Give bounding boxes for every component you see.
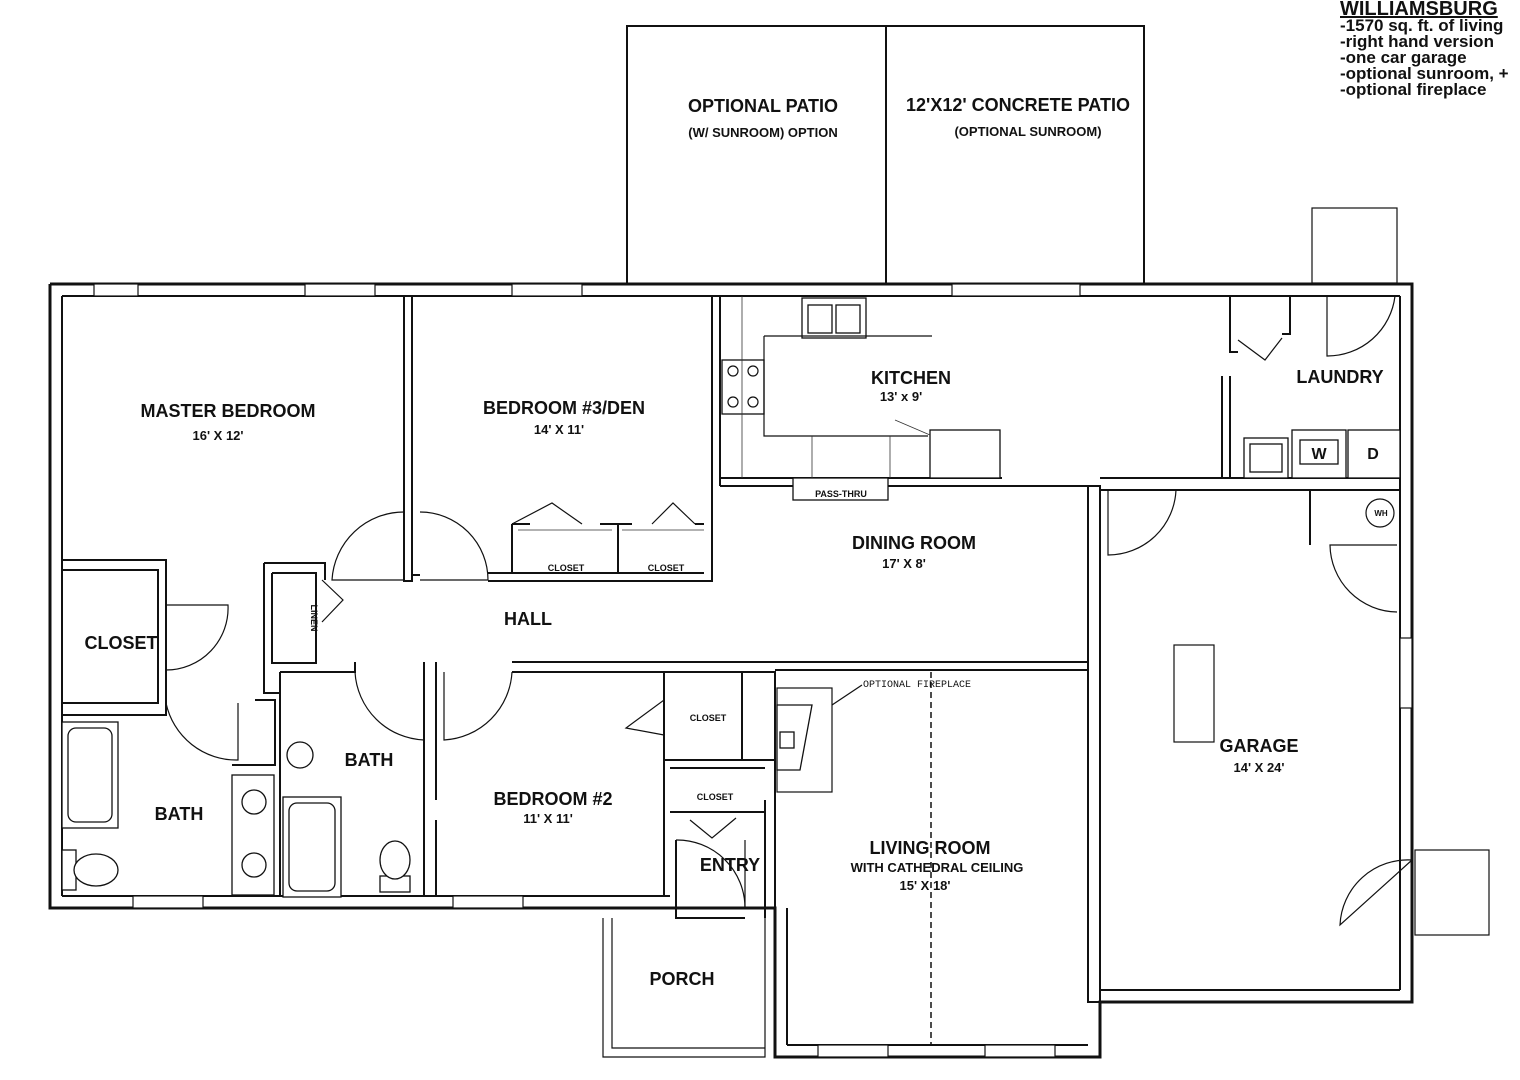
entry-label: ENTRY <box>700 855 760 875</box>
linen-label: LINEN <box>309 605 319 632</box>
closet-b-label: CLOSET <box>648 563 685 573</box>
dryer-label: D <box>1367 446 1379 463</box>
small-labels: CLOSET CLOSET CLOSET CLOSET LINEN PASS-T… <box>309 446 1388 802</box>
hall-bath-label: BATH <box>345 750 394 770</box>
master-bedroom-dim: 16' X 12' <box>193 428 244 443</box>
living-room-dim: 15' X 18' <box>900 878 951 893</box>
porch-label: PORCH <box>649 969 714 989</box>
hall-label: HALL <box>504 609 552 629</box>
room-labels: OPTIONAL PATIO (W/ SUNROOM) OPTION 12'X1… <box>84 95 1383 989</box>
patio-label: OPTIONAL PATIO <box>688 96 838 116</box>
kitchen-dim: 13' x 9' <box>880 389 922 404</box>
plan-title: WILLIAMSBURG <box>1340 0 1498 20</box>
living-room-sublabel: WITH CATHEDRAL CEILING <box>851 860 1024 875</box>
note-line: -right hand version <box>1340 32 1494 51</box>
master-bedroom-label: MASTER BEDROOM <box>141 401 316 421</box>
closet-label: CLOSET <box>84 633 157 653</box>
door-swings <box>165 295 1413 927</box>
note-line: -1570 sq. ft. of living <box>1340 16 1504 35</box>
rear-stoop <box>1311 207 1398 284</box>
living-room-label: LIVING ROOM <box>870 838 991 858</box>
laundry-label: LAUNDRY <box>1296 367 1383 387</box>
note-line: -optional fireplace <box>1340 80 1487 99</box>
washer-label: W <box>1311 446 1327 463</box>
dining-room-label: DINING ROOM <box>852 533 976 553</box>
closet-d-label: CLOSET <box>697 792 734 802</box>
fireplace <box>776 684 863 793</box>
exterior-walls <box>48 282 1414 1059</box>
garage-dim: 14' X 24' <box>1234 760 1285 775</box>
fireplace-label: OPTIONAL FIREPLACE <box>863 680 971 691</box>
closet-c-label: CLOSET <box>690 713 727 723</box>
concrete-patio-label: 12'X12' CONCRETE PATIO <box>906 95 1130 115</box>
bedroom2-label: BEDROOM #2 <box>493 789 612 809</box>
bath-fixtures <box>61 721 411 898</box>
plan-notes: WILLIAMSBURG -1570 sq. ft. of living -ri… <box>1340 0 1509 98</box>
concrete-patio-sublabel: (OPTIONAL SUNROOM) <box>954 124 1101 139</box>
side-stoop <box>1414 849 1490 936</box>
windows <box>93 283 1413 1058</box>
interior-walls <box>62 295 1400 1058</box>
master-bath-label: BATH <box>155 804 204 824</box>
bedroom3-label: BEDROOM #3/DEN <box>483 398 645 418</box>
closet-a-label: CLOSET <box>548 563 585 573</box>
bedroom3-dim: 14' X 11' <box>534 422 584 437</box>
water-heater-label: WH <box>1374 509 1388 518</box>
note-line: -optional sunroom, + <box>1340 64 1509 83</box>
dining-room-dim: 17' X 8' <box>882 556 926 571</box>
patio-sublabel: (W/ SUNROOM) OPTION <box>688 125 838 140</box>
laundry-fixtures <box>1243 429 1401 528</box>
garage-label: GARAGE <box>1219 736 1298 756</box>
kitchen-fixtures <box>721 296 1001 501</box>
note-line: -one car garage <box>1340 48 1467 67</box>
pass-thru-label: PASS-THRU <box>815 489 867 499</box>
bedroom2-dim: 11' X 11' <box>523 811 573 826</box>
patio-area <box>626 25 1145 285</box>
kitchen-label: KITCHEN <box>871 368 951 388</box>
garage-storage <box>1173 644 1215 743</box>
